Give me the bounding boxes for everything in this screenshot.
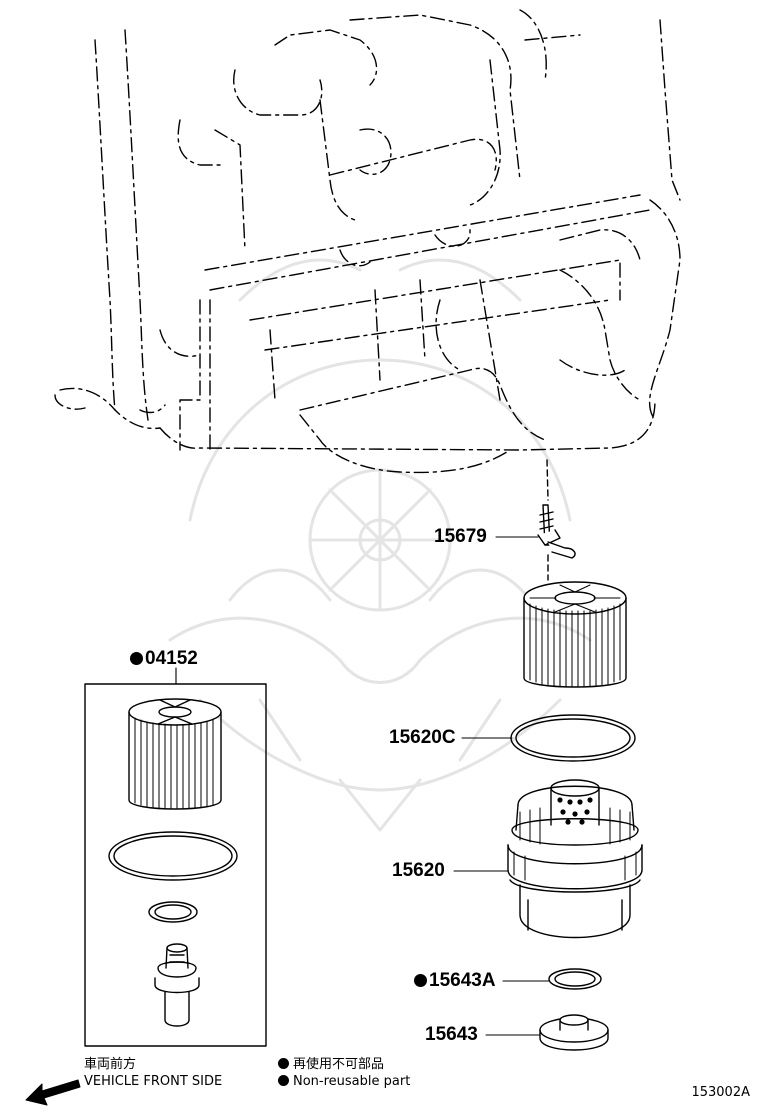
union-bolt-drawing [537,459,576,581]
o-ring-drawing [510,714,636,762]
drain-plug-drawing [539,1014,609,1051]
vehicle-front-en: VEHICLE FRONT SIDE [84,1074,223,1089]
filter-element-drawing [523,581,627,688]
filter-cap-drawing [507,779,643,939]
nonreusable-dot-icon [130,652,143,665]
figure-id: 153002A [691,1085,750,1100]
part-label-15643: 15643 [425,1024,478,1045]
vehicle-front-legend: 車両前方 VEHICLE FRONT SIDE [84,1056,222,1090]
leader-lines [175,536,550,1036]
kit-filter-element-drawing [128,698,222,810]
part-label-04152: 04152 [130,648,198,670]
nonreusable-en: Non-reusable part [293,1074,411,1089]
engine-block-outline [54,9,681,474]
nonreusable-dot-icon [278,1075,289,1086]
watermark-emblem [168,258,592,832]
part-label-15620C: 15620C [389,727,456,748]
nonreusable-legend: 再使用不可部品 Non-reusable part [278,1056,410,1090]
vehicle-front-jp: 車両前方 [84,1057,137,1072]
nonreusable-jp-row: 再使用不可部品 [278,1056,410,1073]
kit-drain-insert-drawing [154,943,200,1027]
vehicle-front-arrow-icon [25,1079,81,1106]
kit-box [84,683,267,1047]
part-label-15643A: 15643A [414,970,496,992]
part-label-15679: 15679 [434,526,487,547]
kit-o-ring-drawing [108,831,238,881]
nonreusable-en-row: Non-reusable part [278,1073,410,1090]
nonreusable-dot-icon [414,974,427,987]
nonreusable-jp: 再使用不可部品 [293,1057,385,1072]
gasket-drawing [548,968,602,990]
part-label-15620: 15620 [392,860,445,881]
kit-gasket-drawing [148,901,198,923]
nonreusable-dot-icon [278,1058,289,1069]
